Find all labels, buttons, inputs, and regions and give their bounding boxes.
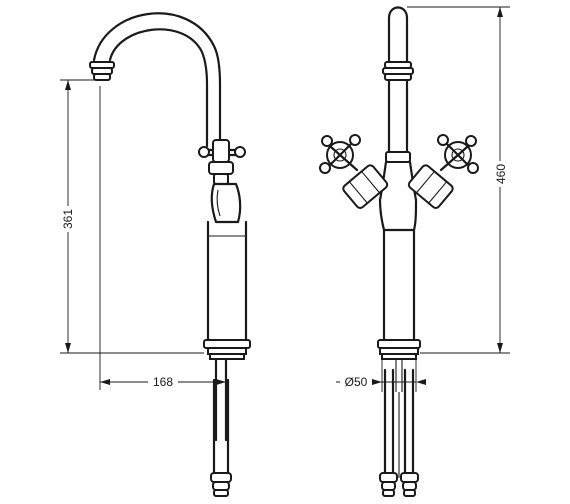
side-body-column [206, 220, 248, 342]
side-valve-body [210, 182, 242, 224]
front-tails [379, 359, 419, 497]
spout-tip [89, 61, 115, 81]
front-body-column [378, 198, 418, 342]
front-left-valve [342, 164, 389, 209]
dim-overall-height-label: 460 [494, 164, 508, 184]
front-right-cross-handle [437, 134, 479, 174]
dim-spout-reach-label: 168 [153, 375, 173, 389]
front-spout [387, 6, 409, 64]
side-spout [92, 12, 222, 148]
dim-overall-height: 460 [407, 6, 510, 354]
front-base [377, 339, 421, 360]
front-spout-rings [382, 61, 414, 81]
dim-base-diameter-label: Ø50 [345, 375, 368, 389]
dim-base-diameter: Ø50 [336, 359, 426, 392]
dim-spout-reach: 168 [99, 86, 226, 390]
dim-spout-height-label: 361 [61, 209, 75, 229]
front-right-valve [407, 164, 454, 209]
side-tails [210, 357, 232, 497]
side-view: 361 168 [60, 12, 251, 497]
front-view: 460 Ø50 [319, 6, 510, 497]
front-left-cross-handle [319, 134, 361, 174]
dim-spout-height: 361 [60, 79, 204, 354]
side-cross-handle [198, 139, 246, 185]
side-base [203, 339, 251, 360]
